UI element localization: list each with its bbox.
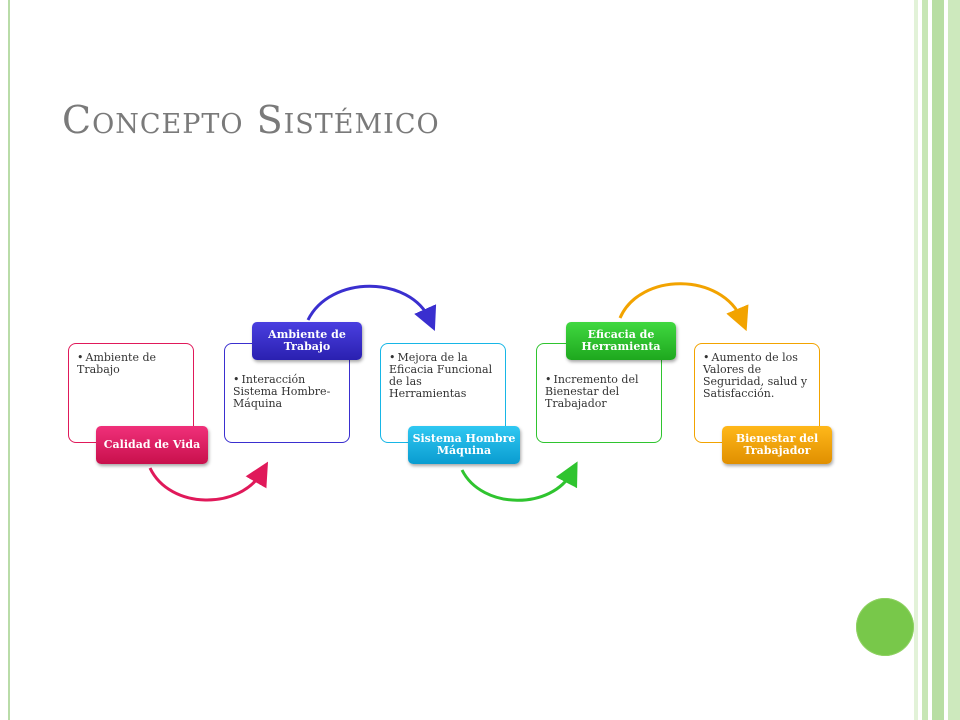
arc-1: [148, 461, 269, 502]
step-text-5: Aumento de los Valores de Seguridad, sal…: [703, 352, 813, 400]
slide-right-border: [914, 0, 960, 720]
step-text-3: Mejora de la Eficacia Funcional de las H…: [389, 352, 499, 400]
arc-4: [618, 282, 749, 332]
step-label-2: Ambiente de Trabajo: [252, 322, 362, 360]
slide-left-border: [8, 0, 10, 720]
step-text-4: Incremento del Bienestar del Trabajador: [545, 374, 655, 410]
step-label-3: Sistema Hombre Máquina: [408, 426, 520, 464]
decorative-circle: [856, 598, 914, 656]
step-label-4: Eficacia de Herramienta: [566, 322, 676, 360]
arc-2: [306, 284, 437, 331]
arc-3: [460, 461, 578, 502]
slide-title: Concepto Sistémico: [62, 98, 440, 142]
step-label-5: Bienestar del Trabajador: [722, 426, 832, 464]
step-label-1: Calidad de Vida: [96, 426, 208, 464]
step-text-1: Ambiente de Trabajo: [77, 352, 187, 376]
step-text-2: Interacción Sistema Hombre-Máquina: [233, 374, 343, 410]
